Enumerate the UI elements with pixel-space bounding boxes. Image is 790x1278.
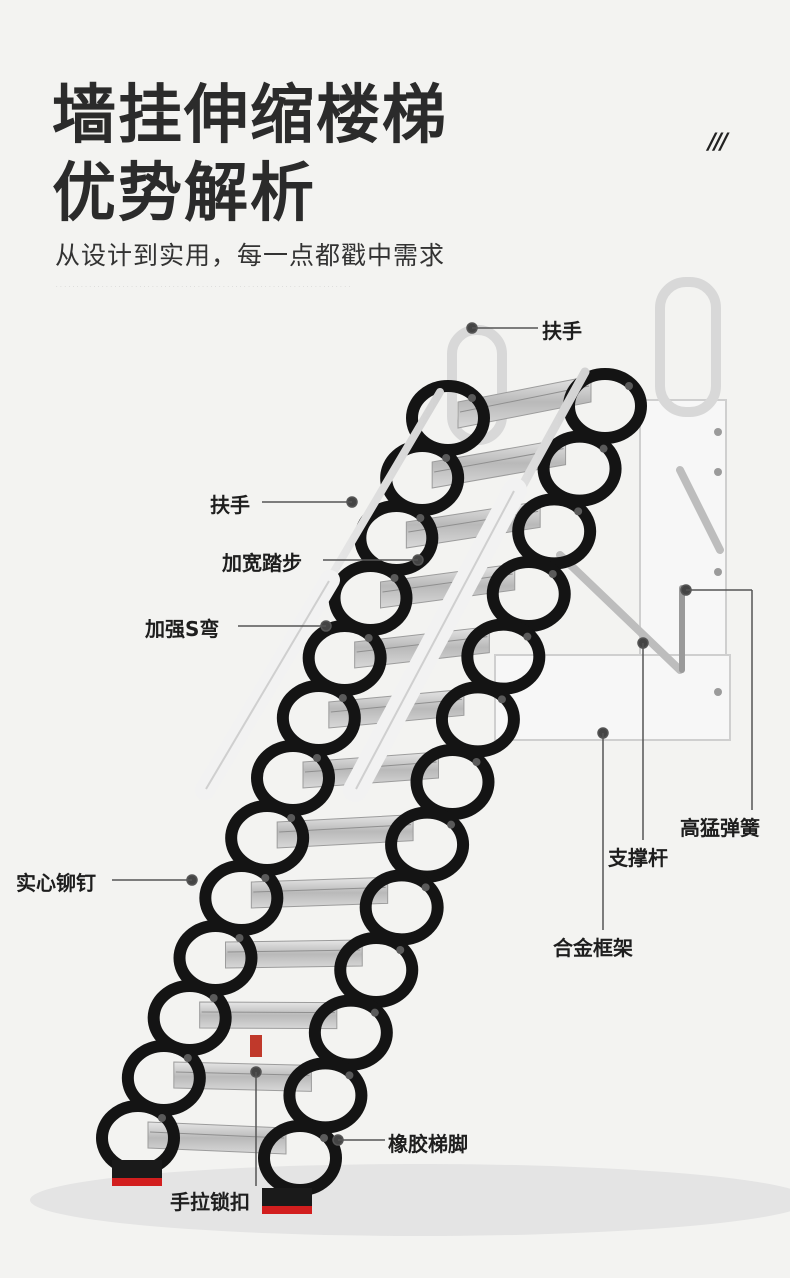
rivet-icon: [472, 758, 481, 766]
ladder-link-right: [537, 430, 622, 507]
stair-tread: [276, 814, 414, 849]
rivet-icon: [523, 632, 532, 641]
label-wide-step: 加宽踏步: [222, 551, 302, 575]
rivet-icon: [497, 695, 506, 704]
label-hand-lock: 手拉锁扣: [170, 1190, 250, 1214]
rivet-icon: [416, 514, 425, 522]
stair-tread: [147, 1121, 287, 1155]
label-s-bend: 加强S弯: [145, 617, 220, 641]
rivet-icon: [235, 934, 244, 942]
ladder-link-right: [385, 806, 470, 883]
ladder-link-right: [486, 556, 571, 632]
rivet-icon: [390, 574, 399, 582]
rivet-icon: [261, 874, 270, 882]
ladder-link-right: [435, 681, 520, 758]
rivet-icon: [396, 946, 405, 954]
rivet-icon: [338, 694, 347, 702]
rivet-icon: [548, 570, 557, 578]
ladder-link-right: [461, 618, 546, 695]
page-title-line-1: 墙挂伸缩楼梯: [52, 79, 448, 153]
page-title-line-2: 优势解析: [52, 157, 316, 231]
rivet-icon: [421, 883, 430, 892]
ladder-link-right: [334, 932, 419, 1008]
rivet-icon: [574, 507, 583, 516]
rivet-icon: [599, 444, 608, 453]
rivet-icon: [370, 1008, 379, 1017]
rivet-icon: [345, 1071, 354, 1080]
rivet-icon: [183, 1054, 192, 1062]
handrail-left: [195, 388, 444, 800]
slash-decoration-icon: ///: [708, 130, 728, 155]
handrail-right: [343, 367, 590, 802]
frame-bolts: [714, 428, 722, 696]
rivet-icon: [209, 994, 218, 1002]
stair-tread: [250, 876, 389, 909]
rivet-icon: [287, 814, 296, 822]
label-alloy-frame: 合金框架: [553, 936, 633, 960]
ladder-link-right: [308, 994, 393, 1071]
rubber-feet: [112, 1035, 312, 1214]
stair-tread: [199, 1001, 338, 1030]
floor-shadow: [30, 1164, 790, 1236]
rivet-icon: [625, 382, 633, 390]
support-rods: [556, 466, 724, 674]
stair-tread: [173, 1061, 312, 1092]
ladder-link-right: [359, 869, 444, 946]
stair-tread: [457, 375, 592, 429]
leader-lines: [112, 322, 753, 1186]
ladder-link-right: [410, 744, 495, 820]
stair-steps: [96, 368, 647, 1196]
stair-tread: [431, 438, 567, 489]
rivet-icon: [442, 454, 451, 462]
stair-tread: [225, 939, 363, 969]
rivet-icon: [158, 1114, 166, 1122]
rivet-icon: [313, 754, 321, 762]
rivet-icon: [320, 1134, 328, 1142]
rivet-icon: [364, 634, 373, 642]
ladder-link-right: [512, 493, 597, 570]
label-spring: 高猛弹簧: [680, 816, 760, 840]
label-handrail-top: 扶手: [542, 319, 582, 343]
label-support-rod: 支撑杆: [608, 846, 668, 870]
rivet-icon: [447, 820, 456, 829]
label-handrail-left: 扶手: [210, 493, 250, 517]
fine-print-decoration: . . . . . . . . . . . . . . . . . . . . …: [56, 283, 351, 289]
ladder-link-right: [283, 1057, 368, 1134]
label-rivet: 实心铆钉: [16, 871, 96, 895]
rivet-icon: [468, 394, 476, 402]
page-subtitle: 从设计到实用，每一点都戳中需求: [55, 241, 446, 270]
label-rubber-foot: 橡胶梯脚: [388, 1132, 468, 1156]
